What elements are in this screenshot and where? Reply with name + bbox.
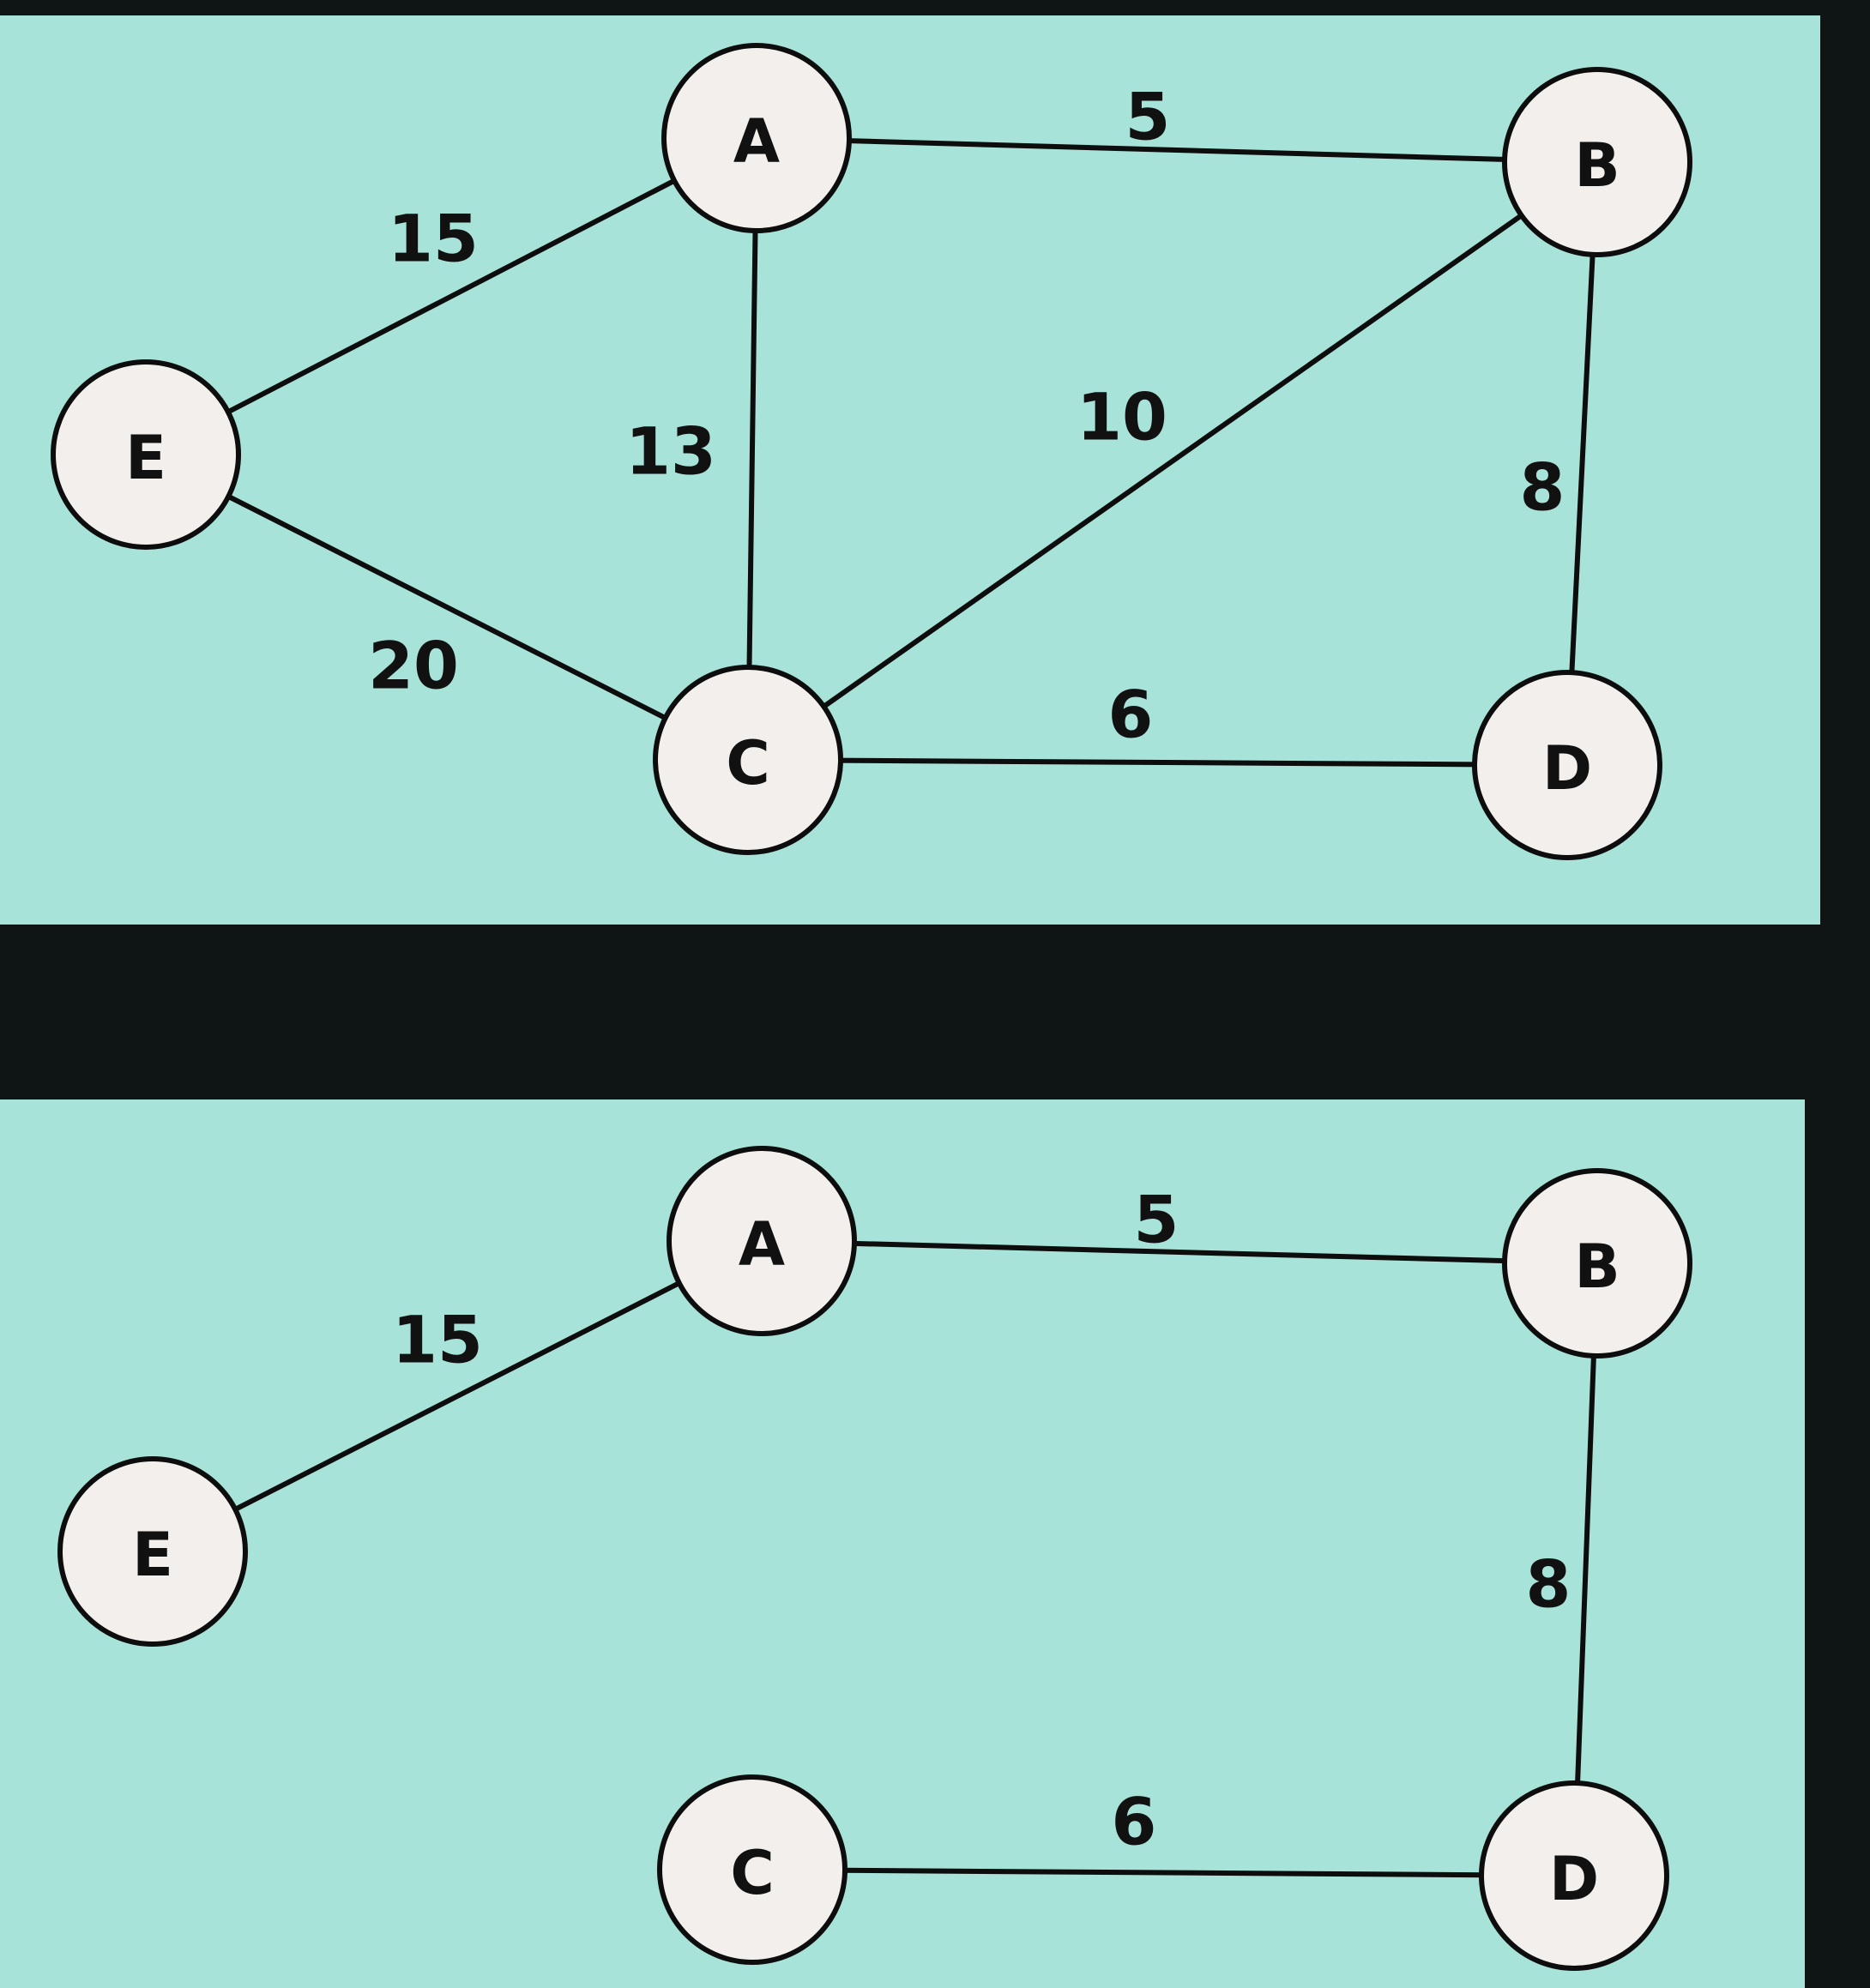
edge-a-b [754, 136, 1600, 165]
node-label: B [1574, 130, 1620, 201]
node-label: A [733, 106, 780, 177]
node-circle [1479, 1780, 1669, 1971]
node-label: E [125, 423, 166, 493]
edge-e-a [150, 1238, 764, 1554]
node-label: C [726, 728, 769, 798]
edge-e-c [143, 452, 751, 762]
edges-group [150, 1238, 1600, 1878]
graph-svg-spanning-tree: A B C D E 5 15 8 6 [57, 1146, 1692, 1971]
node-circle [51, 359, 241, 550]
node-circle [657, 1774, 848, 1965]
node-circle [57, 1456, 248, 1647]
edge-weight-b-d: 8 [1526, 1546, 1571, 1623]
node-circle [667, 1146, 857, 1336]
node-label: B [1574, 1232, 1620, 1302]
edge-c-d [750, 1867, 1577, 1878]
graph-svg-original: A B C D E 5 15 13 10 8 20 6 [51, 43, 1692, 860]
edge-weight-a-b: 5 [1134, 1182, 1179, 1258]
node-d: D [1472, 670, 1662, 860]
edge-weight-c-d: 6 [1108, 677, 1154, 753]
node-label: C [730, 1838, 774, 1908]
edge-weight-b-d: 8 [1520, 449, 1565, 526]
node-label: D [1549, 1844, 1599, 1914]
edge-b-d [1565, 160, 1600, 768]
edge-weight-a-c: 13 [625, 413, 716, 490]
graph-panel-spanning-tree: A B C D E 5 15 8 6 [0, 1099, 1805, 1988]
edge-e-a [143, 136, 759, 457]
edge-weight-a-b: 5 [1125, 79, 1171, 155]
edge-a-b [759, 1238, 1600, 1266]
edge-c-b [745, 160, 1600, 762]
edge-b-d [1571, 1261, 1600, 1878]
edge-weight-e-a: 15 [392, 1302, 483, 1378]
node-e: E [51, 359, 241, 550]
node-c: C [653, 665, 843, 855]
edge-weights-group: 5 15 13 10 8 20 6 [368, 79, 1565, 753]
node-b: B [1502, 1168, 1692, 1358]
edge-weight-c-b: 10 [1077, 379, 1167, 455]
node-circle [1502, 67, 1692, 257]
node-circle [1502, 1168, 1692, 1358]
node-d: D [1479, 1780, 1669, 1971]
node-e: E [57, 1456, 248, 1647]
edge-weight-e-c: 20 [368, 628, 459, 704]
node-a: A [667, 1146, 857, 1336]
node-b: B [1502, 67, 1692, 257]
nodes-group: A B C D E [51, 43, 1692, 860]
node-c: C [657, 1774, 848, 1965]
edge-a-c [745, 136, 759, 762]
node-label: A [739, 1209, 785, 1280]
node-circle [661, 43, 852, 233]
edges-group [143, 136, 1600, 768]
node-a: A [661, 43, 852, 233]
node-label: E [132, 1520, 173, 1590]
graph-panel-original: A B C D E 5 15 13 10 8 20 6 [0, 15, 1820, 925]
node-circle [653, 665, 843, 855]
edge-weight-e-a: 15 [388, 201, 479, 277]
edge-weight-c-d: 6 [1112, 1784, 1157, 1860]
node-circle [1472, 670, 1662, 860]
nodes-group: A B C D E [57, 1146, 1692, 1971]
edge-c-d [745, 757, 1570, 768]
edge-weights-group: 5 15 8 6 [392, 1182, 1571, 1860]
node-label: D [1542, 733, 1592, 804]
